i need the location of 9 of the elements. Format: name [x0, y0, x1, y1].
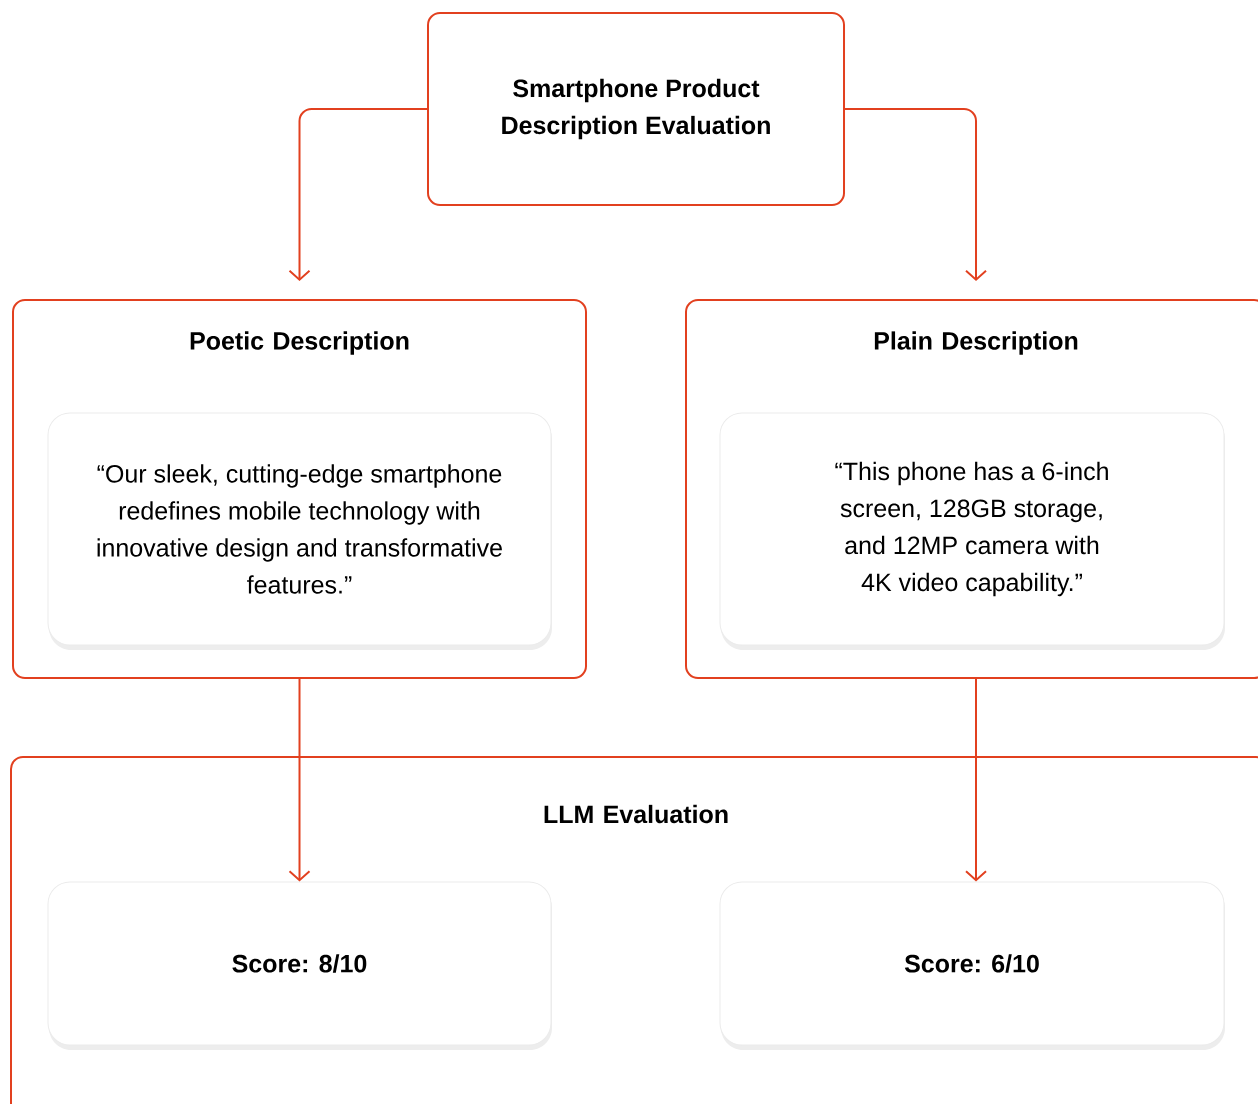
card-box: “This phone has a 6-inch screen, 128GB storage, and 12MP camera with 4K video capability.” [719, 412, 1225, 650]
arrow [844, 108, 987, 281]
arrow [288, 108, 428, 281]
card-box: Score: 6/10 [719, 881, 1225, 1050]
card-box: “Our sleek, cutting-edge smartphone redefines mobile technology with innovative design and transformative features.” [47, 412, 552, 650]
arrow [288, 678, 311, 882]
card-box: Score: 8/10 [47, 881, 552, 1050]
section-box: Smartphone Product Description Evaluation [427, 12, 845, 206]
arrow [965, 678, 987, 882]
